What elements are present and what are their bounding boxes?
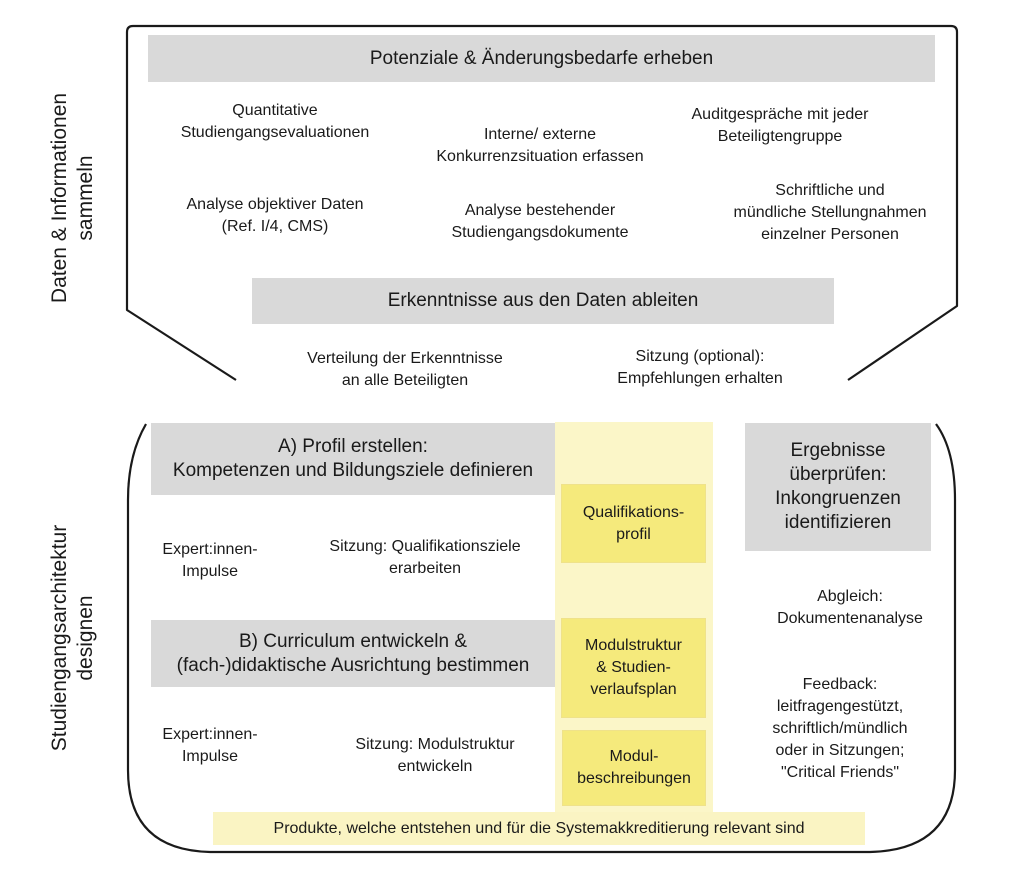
review-item-document-comparison: Abgleich: Dokumentenanalyse — [777, 588, 923, 627]
phase1-item-competition: Interne/ externe Konkurrenzsituation erf… — [436, 126, 644, 165]
step-a-item-session: Sitzung: Qualifikationsziele erarbeiten — [329, 538, 521, 577]
phase1-item-quantitative-evaluations: Quantitative Studiengangsevaluationen — [180, 102, 370, 141]
review-header: Ergebnisse überprüfen: Inkongruenzen ide… — [745, 423, 931, 551]
side-label-architecture-design: Studiengangsarchitektur designen — [48, 524, 97, 752]
products-caption: Produkte, welche entstehen und für die S… — [213, 812, 865, 845]
step-a-item-expert-impulses: Expert:innen- Impulse — [162, 541, 258, 580]
product-module-descriptions: Modul- beschreibungen — [562, 730, 706, 806]
phase1-outline — [125, 24, 959, 381]
phase1-item-objective-data: Analyse objektiver Daten (Ref. I/4, CMS) — [186, 196, 364, 235]
phase1-sub-item-session: Sitzung (optional): Empfehlungen erhalte… — [617, 348, 783, 387]
phase1-sub-item-distribution: Verteilung der Erkenntnisse an alle Bete… — [307, 350, 503, 389]
phase1-item-audit-talks: Auditgespräche mit jeder Beteiligtengrup… — [691, 106, 869, 145]
step-a-header: A) Profil erstellen: Kompetenzen und Bil… — [151, 423, 555, 495]
phase1-header: Potenziale & Änderungsbedarfe erheben — [148, 35, 935, 82]
step-b-item-expert-impulses: Expert:innen- Impulse — [162, 726, 258, 765]
product-qualification-profile: Qualifikations- profil — [561, 484, 706, 563]
phase1-subheader: Erkenntnisse aus den Daten ableiten — [252, 278, 834, 324]
phase1-item-statements: Schriftliche und mündliche Stellungnahme… — [733, 182, 927, 243]
step-b-header: B) Curriculum entwickeln & (fach-)didakt… — [151, 620, 555, 687]
phase1-item-document-analysis: Analyse bestehender Studiengangsdokument… — [451, 202, 629, 241]
step-b-item-session: Sitzung: Modulstruktur entwickeln — [355, 736, 515, 775]
review-item-feedback: Feedback: leitfragengestützt, schriftlic… — [772, 676, 908, 781]
phase2-outline-left — [126, 423, 957, 854]
side-label-data-collection: Daten & Informationen sammeln — [48, 92, 97, 304]
product-module-structure: Modulstruktur & Studien- verlaufsplan — [561, 618, 706, 718]
